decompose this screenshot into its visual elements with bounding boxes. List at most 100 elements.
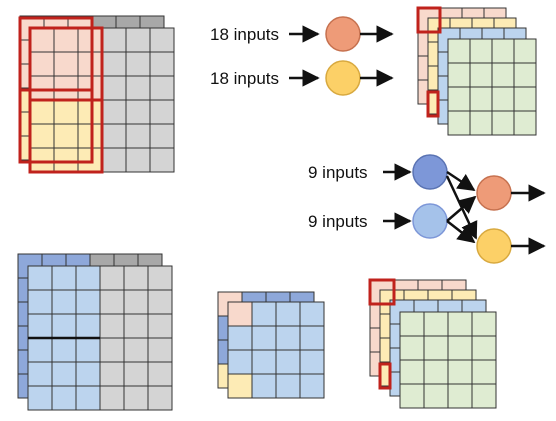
grid-cell (99, 289, 125, 315)
grid-cell (491, 62, 515, 88)
grid-cell (149, 27, 175, 53)
grid-cell (27, 313, 53, 339)
input-count-label-2: 18 inputs (210, 69, 279, 88)
grid-cell (123, 337, 149, 363)
grid-cell (275, 301, 301, 327)
grid-cell (227, 325, 253, 351)
grid-cell (101, 27, 127, 53)
grid-cell (99, 313, 125, 339)
grid-cell (399, 359, 425, 385)
grid-cell (51, 289, 77, 315)
grid-cell (75, 385, 101, 411)
grid-cell (75, 313, 101, 339)
grid-cell (251, 301, 277, 327)
neuron-icon (476, 175, 512, 211)
input-volume-blue (17, 253, 173, 411)
grid-cell (101, 147, 127, 173)
grid-cell (149, 99, 175, 125)
neuron-icon (325, 60, 361, 96)
grid-cell (51, 337, 77, 363)
neuron-icon (412, 154, 448, 190)
grid-cell (399, 335, 425, 361)
grid-cell (423, 359, 449, 385)
grid-cell (447, 86, 471, 112)
grid-cell (53, 123, 79, 149)
grid-cell (299, 325, 325, 351)
grid-cell (75, 361, 101, 387)
channel-front (29, 27, 175, 173)
grid-cell (447, 335, 473, 361)
grid-cell (147, 313, 173, 339)
neuron-icon (412, 203, 448, 239)
grid-cell (77, 75, 103, 101)
grid-cell (29, 147, 55, 173)
input-volume-two-channel (18, 15, 175, 174)
grid-cell (147, 289, 173, 315)
highlight-cell (378, 362, 392, 390)
grid-cell (251, 349, 277, 375)
grid-cell (469, 62, 493, 88)
grid-cell (125, 27, 151, 53)
grid-cell (399, 383, 425, 409)
feature-map-layer (447, 38, 537, 136)
grid-cell (469, 38, 493, 64)
input-count-label-3: 9 inputs (308, 163, 368, 182)
grid-cell (27, 337, 53, 363)
grid-cell (471, 383, 497, 409)
feature-map-front (227, 301, 325, 399)
grid-cell (125, 99, 151, 125)
grid-cell (149, 123, 175, 149)
grid-cell (99, 385, 125, 411)
grid-cell (27, 361, 53, 387)
grid-cell (101, 123, 127, 149)
grid-cell (29, 99, 55, 125)
grid-cell (29, 123, 55, 149)
grid-cell (101, 51, 127, 77)
grid-cell (447, 359, 473, 385)
intermediate-feature-map (217, 291, 325, 399)
grid-cell (471, 335, 497, 361)
grid-cell (101, 99, 127, 125)
channel-front (27, 265, 173, 411)
grid-cell (447, 311, 473, 337)
grid-cell (227, 301, 253, 327)
grid-cell (491, 110, 515, 136)
grid-cell (471, 359, 497, 385)
feature-map-layer (399, 311, 497, 409)
grid-cell (53, 51, 79, 77)
grid-cell (513, 110, 537, 136)
grid-cell (251, 325, 277, 351)
grid-cell (149, 51, 175, 77)
grid-cell (275, 349, 301, 375)
input-count-label-1: 18 inputs (210, 25, 279, 44)
grid-cell (125, 147, 151, 173)
neuron-icon (476, 228, 512, 264)
grid-cell (27, 289, 53, 315)
grid-cell (491, 38, 515, 64)
grid-cell (513, 62, 537, 88)
grid-cell (53, 147, 79, 173)
grid-cell (77, 27, 103, 53)
grid-cell (299, 373, 325, 399)
highlight-cell (416, 6, 442, 34)
grid-cell (227, 373, 253, 399)
grid-cell (423, 383, 449, 409)
grid-cell (125, 51, 151, 77)
grid-cell (77, 147, 103, 173)
input-count-label-4: 9 inputs (308, 212, 368, 231)
arrow-icon (446, 195, 477, 222)
grid-cell (51, 313, 77, 339)
grid-cell (77, 123, 103, 149)
grid-cell (147, 385, 173, 411)
grid-cell (469, 86, 493, 112)
grid-cell (123, 289, 149, 315)
grid-cell (75, 289, 101, 315)
grid-cell (147, 361, 173, 387)
grid-cell (75, 265, 101, 291)
grid-cell (125, 123, 151, 149)
grid-cell (123, 265, 149, 291)
grid-cell (27, 385, 53, 411)
grid-cell (469, 110, 493, 136)
grid-cell (101, 75, 127, 101)
